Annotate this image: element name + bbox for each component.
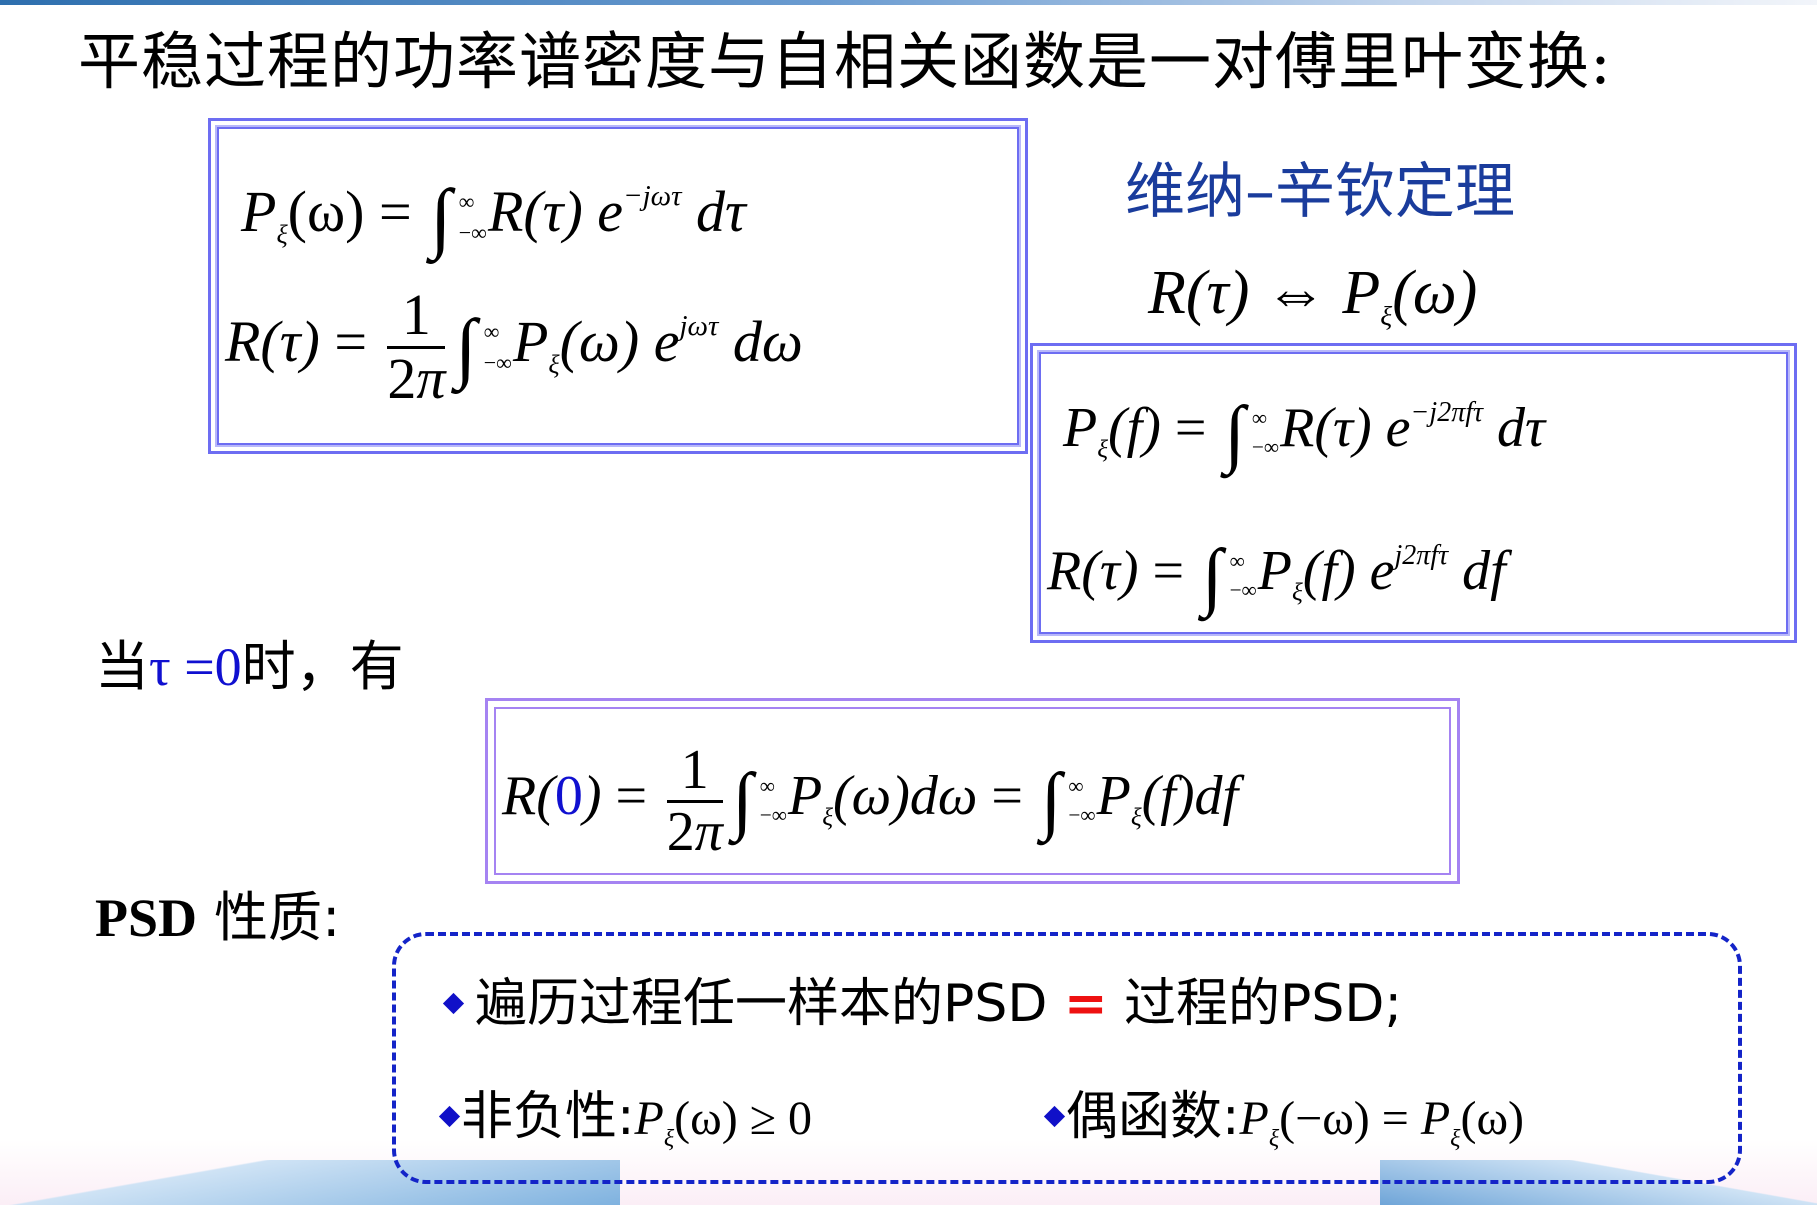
bullet-diamond-icon — [438, 1105, 461, 1127]
integral-sign: ∫ — [455, 302, 477, 390]
psd-omega-equation: Pξ(ω) = ∫∞−∞R(τ) e−jωτ dτ — [241, 172, 746, 260]
integral-sign: ∫ — [1201, 534, 1223, 618]
slide-title: 平稳过程的功率谱密度与自相关函数是一对傅里叶变换: — [78, 25, 1612, 98]
property-even-function: 偶函数:Pξ(−ω) = Pξ(ω) — [1043, 1085, 1524, 1171]
property-ergodic: 遍历过程任一样本的PSD = 过程的PSD; — [440, 972, 1402, 1036]
integral-sign: ∫ — [732, 759, 753, 843]
psd-f-equation: Pξ(f) = ∫∞−∞R(τ) e−j2πfτ dτ — [1063, 391, 1546, 475]
frequency-transform-box: Pξ(f) = ∫∞−∞R(τ) e−j2πfτ dτ R(τ) = ∫∞−∞P… — [1030, 343, 1797, 643]
integral-sign: ∫ — [1040, 759, 1062, 843]
theorem-title: 维纳–辛钦定理 — [1125, 157, 1515, 227]
bullet-diamond-icon — [1043, 1105, 1066, 1127]
top-decorative-band — [0, 0, 1817, 5]
property-nonnegative: 非负性:Pξ(ω) ≥ 0 — [438, 1085, 812, 1171]
tau-zero-label: 当τ =0时，有 — [95, 635, 404, 698]
integral-sign: ∫ — [430, 172, 452, 260]
psd-properties-label: PSD 性质: — [95, 886, 341, 949]
theorem-relation: R(τ) ⇔ Pξ(ω) — [1148, 259, 1478, 333]
integral-sign: ∫ — [1224, 391, 1245, 475]
autocorr-f-equation: R(τ) = ∫∞−∞Pξ(f) ej2πfτ df — [1047, 534, 1506, 618]
bullet-diamond-icon — [442, 992, 465, 1014]
psd-properties-box — [392, 932, 1742, 1184]
